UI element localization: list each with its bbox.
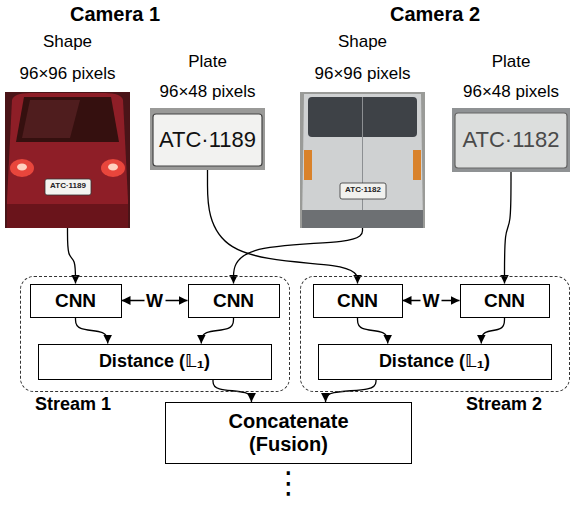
- camera-image: Shape96×96 pixelsATC·1182: [300, 92, 425, 228]
- box-label: Distance (𝕃₁): [379, 351, 490, 372]
- plate-photo: [452, 108, 570, 172]
- box-label: CNN: [337, 290, 378, 312]
- camera-heading: Camera 1: [70, 3, 160, 26]
- bumper: [302, 210, 423, 228]
- stream-group: CNNCNNDistance (𝕃₁)Stream 2: [300, 276, 570, 392]
- cnn-box: CNN: [460, 284, 550, 318]
- photo-ground: [300, 92, 425, 228]
- plate-plate: [455, 113, 567, 168]
- connector: [122, 300, 188, 301]
- rear-window: [16, 97, 119, 142]
- photo-ground: [452, 108, 570, 172]
- image-heading: Shape: [43, 32, 92, 52]
- connector: [76, 318, 108, 344]
- camera-image: Plate96×48 pixelsATC·1189: [150, 108, 265, 170]
- image-heading: Plate: [188, 52, 227, 72]
- box-label: CNN: [213, 290, 254, 312]
- stream-group: CNNCNNDistance (𝕃₁)Stream 1: [20, 276, 290, 392]
- tail-light: [101, 159, 125, 177]
- photo-ground: [150, 108, 265, 170]
- box-label: CNN: [484, 290, 525, 312]
- plate-sample: [45, 179, 91, 195]
- camera-heading: Camera 2: [390, 3, 480, 26]
- light-glare: [17, 164, 27, 171]
- distance-box: Distance (𝕃₁): [318, 344, 552, 380]
- plate-sample: [340, 183, 386, 199]
- weight-label: W: [421, 290, 442, 311]
- light-glare: [108, 164, 118, 171]
- image-size: 96×48 pixels: [463, 82, 559, 102]
- camera-image: Shape96×96 pixelsATC·1189: [5, 92, 130, 228]
- cnn-box: CNN: [30, 284, 122, 318]
- cnn-box: CNN: [188, 284, 280, 318]
- connector: [208, 170, 358, 284]
- image-size: 96×96 pixels: [315, 64, 411, 84]
- connector: [481, 318, 504, 344]
- plate-photo: [150, 108, 265, 170]
- photo-ground: [5, 92, 130, 228]
- bumper: [7, 204, 128, 228]
- plate-number: ATC·1189: [50, 182, 86, 190]
- connector: [403, 300, 460, 301]
- car-body: [7, 93, 128, 228]
- box-label: Distance (𝕃₁): [99, 351, 210, 372]
- plate-plate: [153, 114, 262, 166]
- cnn-box: CNN: [313, 284, 403, 318]
- connector: [213, 380, 251, 403]
- camera-image: Plate96×48 pixelsATC·1182: [452, 108, 570, 172]
- tail-light: [413, 150, 421, 180]
- weight-label: W: [144, 290, 165, 311]
- plate-number: ATC·1189: [159, 127, 256, 153]
- connector: [326, 380, 376, 403]
- car-photo: [5, 92, 130, 228]
- plate-number: ATC·1182: [462, 127, 559, 153]
- connector: [505, 172, 512, 284]
- group-heading: Stream 2: [466, 394, 542, 415]
- van-body: [302, 94, 423, 228]
- tail-light: [10, 159, 34, 177]
- box-label: CNN: [55, 290, 96, 312]
- continuation-dots: ⋮: [274, 466, 304, 501]
- image-size: 96×96 pixels: [20, 64, 116, 84]
- fusion-box: Concatenate (Fusion): [165, 402, 412, 464]
- image-size: 96×48 pixels: [160, 82, 256, 102]
- van-photo: [300, 92, 425, 228]
- image-heading: Shape: [338, 32, 387, 52]
- distance-box: Distance (𝕃₁): [38, 344, 272, 380]
- plate-number: ATC·1182: [345, 186, 381, 194]
- image-heading: Plate: [492, 52, 531, 72]
- group-heading: Stream 1: [35, 394, 111, 415]
- box-label: Concatenate (Fusion): [214, 410, 364, 456]
- window-reflection: [22, 100, 80, 138]
- tail-light: [304, 150, 312, 180]
- connector: [358, 318, 388, 344]
- connector: [201, 318, 233, 344]
